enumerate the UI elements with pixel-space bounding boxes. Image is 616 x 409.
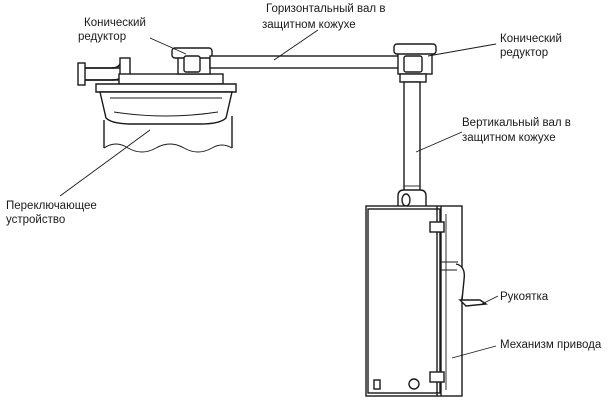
device-break-line bbox=[103, 143, 233, 153]
bevel-gear-left bbox=[171, 47, 213, 75]
label-bevel-gear-left-line2: редуктор bbox=[78, 31, 126, 43]
bevel-gear-right-cap bbox=[403, 55, 423, 73]
cabinet-body bbox=[365, 205, 463, 397]
label-switching-device-line2: устройство bbox=[6, 214, 65, 226]
lock-slot bbox=[373, 379, 381, 390]
leader-drive-mechanism bbox=[451, 345, 497, 359]
handle-grip bbox=[458, 299, 489, 307]
leader-vertical-shaft bbox=[415, 131, 463, 153]
label-handle: Рукоятка bbox=[500, 291, 549, 303]
device-lid bbox=[95, 83, 237, 93]
labels: Конический редуктор Горизонтальный вал в… bbox=[6, 3, 602, 351]
horizontal-shaft-casing bbox=[209, 55, 405, 69]
handle-bracket bbox=[440, 261, 458, 271]
hinge-bottom bbox=[429, 371, 445, 383]
label-vertical-shaft-line2: защитном кожухе bbox=[462, 132, 556, 144]
horizontal-shaft bbox=[209, 55, 405, 69]
label-bevel-gear-right-line1: Конический bbox=[500, 33, 562, 45]
handle-crank bbox=[455, 263, 466, 301]
inlet-flange bbox=[77, 62, 86, 86]
leader-bevel-gear-left bbox=[149, 37, 187, 55]
label-vertical-shaft-line1: Вертикальный вал в bbox=[462, 117, 571, 129]
device-body bbox=[103, 116, 233, 148]
indicator-lamp bbox=[408, 378, 420, 390]
coupling-ring bbox=[401, 193, 411, 207]
vertical-shaft bbox=[403, 81, 421, 195]
leader-lines bbox=[59, 29, 499, 359]
leader-handle bbox=[481, 295, 499, 305]
label-bevel-gear-right-line2: редуктор bbox=[500, 47, 548, 59]
bevel-gear-left-cap bbox=[183, 55, 201, 73]
switching-device bbox=[77, 57, 237, 153]
leader-horizontal-shaft bbox=[273, 29, 319, 61]
device-cap bbox=[118, 73, 224, 85]
bevel-gear-right-base bbox=[399, 73, 427, 83]
bevel-gear-right-flange bbox=[393, 43, 437, 55]
bevel-gear-right bbox=[393, 43, 437, 83]
label-switching-device-line1: Переключающее bbox=[6, 200, 97, 212]
vertical-shaft-casing bbox=[403, 81, 421, 195]
label-horizontal-shaft-line2: защитном кожухе bbox=[262, 19, 356, 31]
label-horizontal-shaft-line1: Горизонтальный вал в bbox=[266, 3, 385, 15]
hinge-top bbox=[429, 221, 445, 233]
label-bevel-gear-left-line1: Конический bbox=[84, 17, 146, 29]
leader-bevel-gear-right bbox=[427, 43, 497, 57]
leader-switching-device bbox=[59, 129, 151, 197]
device-bowl bbox=[99, 91, 233, 125]
drive-mechanism bbox=[365, 189, 489, 397]
cabinet-door bbox=[367, 208, 441, 394]
label-drive-mechanism: Механизм привода bbox=[500, 339, 602, 351]
